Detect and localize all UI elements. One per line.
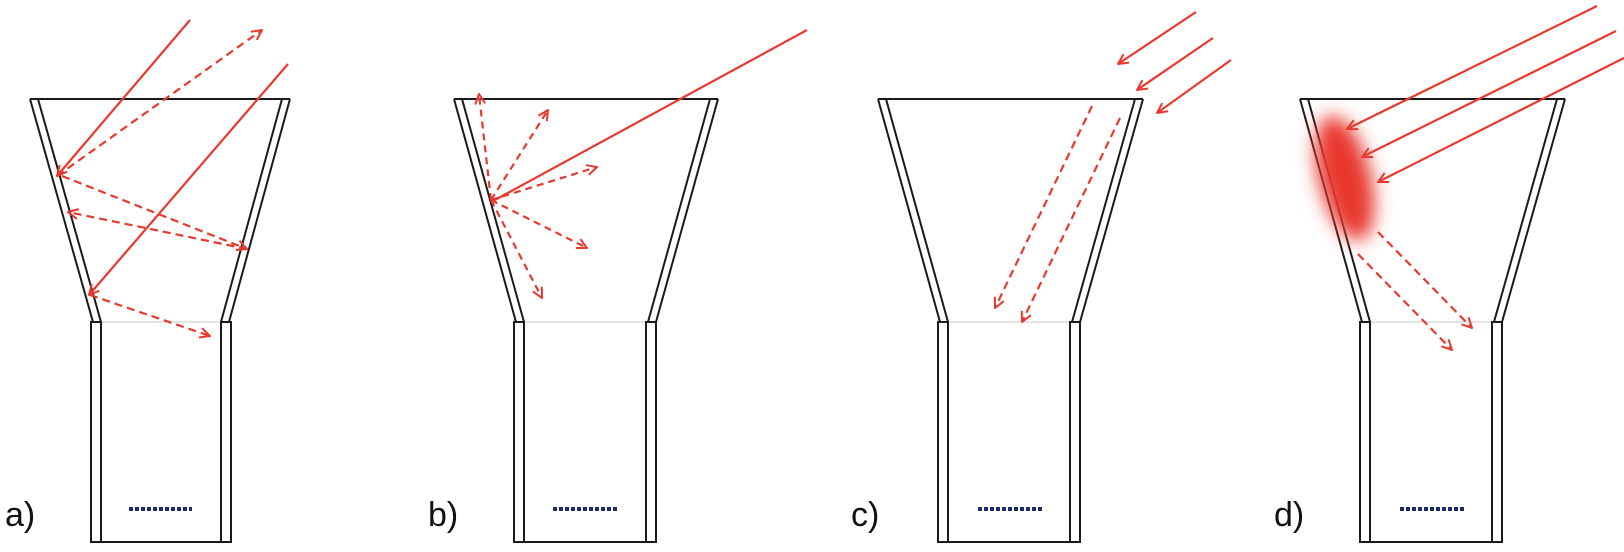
cone-b: [453, 98, 719, 543]
incident-ray: [1347, 5, 1598, 129]
reflected-ray: [89, 293, 210, 336]
incident-ray: [1118, 11, 1197, 64]
incident-ray: [1378, 57, 1624, 182]
incident-ray: [57, 19, 191, 176]
panel-a: a): [5, 19, 291, 543]
cone-c: [877, 98, 1144, 543]
incident-ray: [1362, 30, 1617, 157]
reflected-ray: [61, 174, 247, 249]
panel-label-d: d): [1274, 496, 1304, 534]
panel-label-b: b): [428, 496, 458, 534]
scattered-ray: [479, 94, 493, 201]
scattered-ray: [490, 110, 548, 201]
cone-a: [29, 98, 291, 543]
incident-ray: [1157, 59, 1232, 113]
rays-a: [56, 19, 289, 336]
incident-ray: [1137, 37, 1214, 90]
rays-c: [995, 11, 1232, 322]
incident-ray: [89, 63, 289, 295]
scattered-ray: [490, 199, 542, 298]
panel-label-a: a): [5, 496, 35, 534]
transmitted-ray: [1357, 253, 1452, 350]
panel-d: d): [1274, 5, 1624, 543]
panel-c: c): [851, 11, 1232, 543]
absorption-spot: [1315, 115, 1375, 241]
rays-d: [1347, 5, 1624, 350]
incident-ray: [492, 29, 808, 202]
reflected-ray: [68, 212, 248, 251]
scattered-ray: [490, 167, 597, 202]
panel-b: b): [428, 29, 808, 543]
transmitted-ray: [1377, 231, 1472, 328]
transmitted-ray: [995, 105, 1093, 308]
scattered-ray: [490, 199, 587, 248]
reflected-ray: [56, 30, 262, 177]
panel-label-c: c): [851, 496, 879, 534]
rays-b: [479, 29, 808, 298]
transmitted-ray: [1022, 117, 1121, 322]
